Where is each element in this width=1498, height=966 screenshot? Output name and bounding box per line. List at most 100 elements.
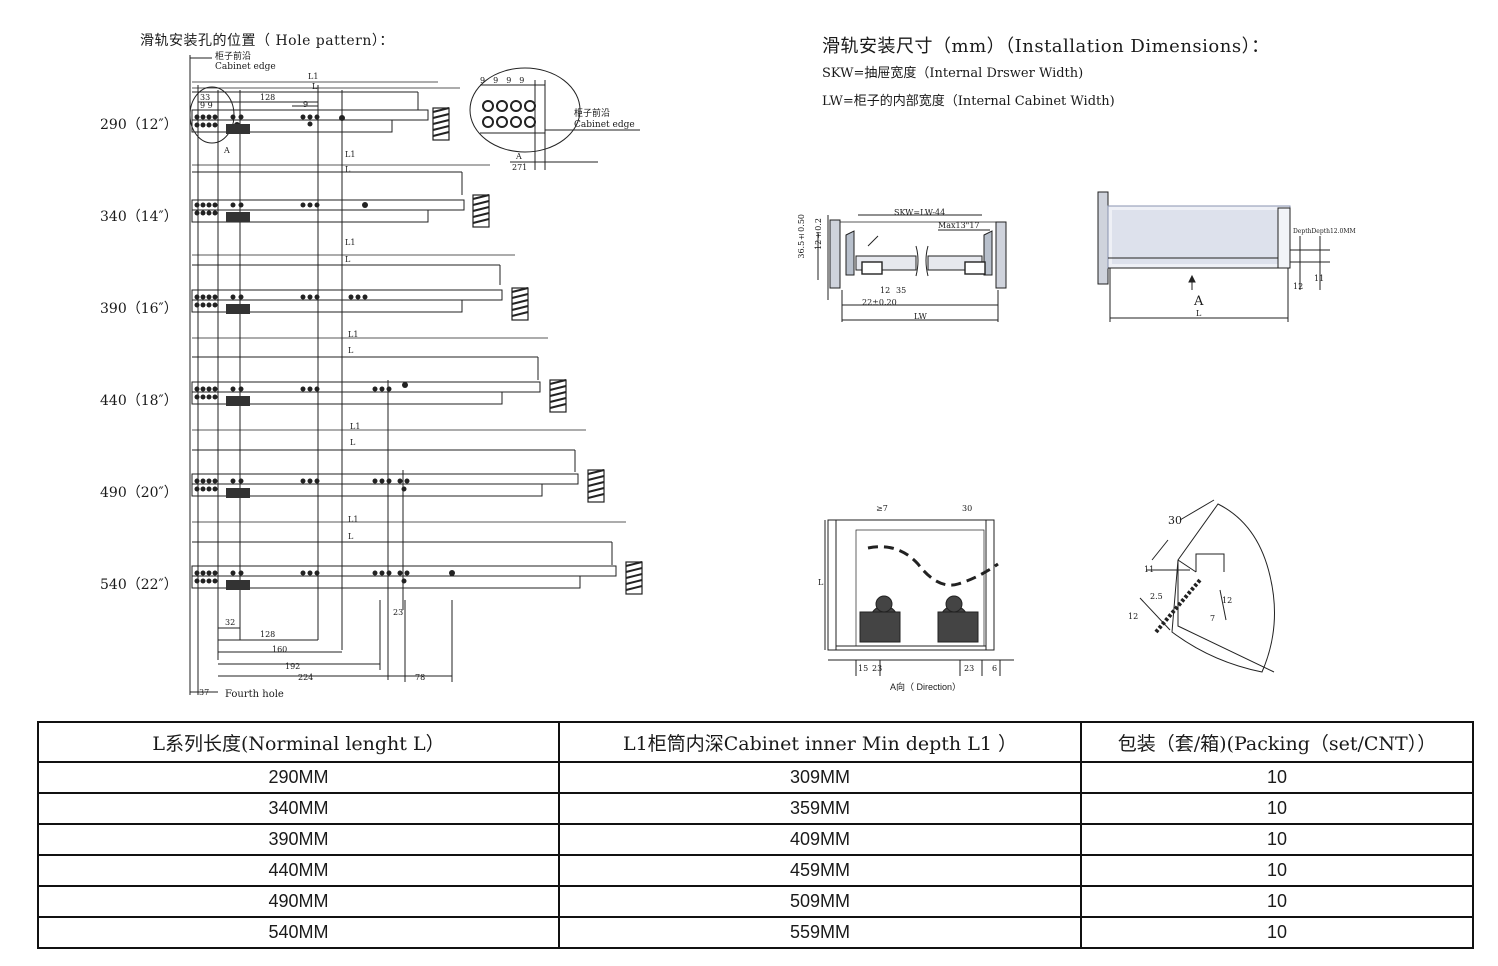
back-dim-l: L [818, 578, 824, 587]
cabinet-edge-label: 柜子前沿 Cabinet edge [215, 52, 276, 72]
cell-depth: 559MM [558, 916, 1082, 949]
detail-view-drawing [1139, 499, 1275, 673]
dim-bottom-32: 32 [225, 618, 236, 627]
size-label-290: 290（12″） [100, 117, 178, 133]
cell-depth: 459MM [558, 854, 1082, 887]
side-dim-12: 12 [1293, 282, 1304, 291]
front-dim-365: 36.5±0.50 [797, 214, 806, 259]
dim-bottom-128: 128 [260, 630, 276, 639]
back-dim-30: 30 [962, 504, 973, 513]
rail-row-340 [191, 164, 490, 228]
back-dim-6: 6 [992, 664, 998, 673]
dim-bottom-224: 224 [298, 673, 314, 682]
front-dim-22: 22±0.20 [862, 298, 897, 307]
holes-row-540 [194, 570, 455, 590]
detail-dim-11: 11 [1144, 565, 1155, 574]
front-view-drawing [817, 214, 1007, 322]
table-row: 290MM 309MM 10 [37, 761, 1474, 794]
dim-l1-440: L1 [348, 330, 359, 339]
cell-length: 340MM [37, 792, 560, 825]
dim-a-left: A [224, 146, 230, 155]
detail-dim-12b: 12 [1222, 596, 1233, 605]
holes-row-290 [194, 114, 345, 134]
cell-depth: 409MM [558, 823, 1082, 856]
back-dim-23b: 23 [964, 664, 975, 673]
side-l-label: L [1196, 309, 1202, 318]
back-dim-7: ≥7 [876, 504, 888, 513]
cabinet-edge-en: Cabinet edge [215, 62, 276, 72]
table-header-row: L系列长度(Norminal lenght L） L1柜筒内深Cabinet i… [37, 721, 1474, 763]
cell-length: 290MM [37, 761, 560, 794]
dim-9-9: 9 9 [200, 101, 213, 110]
dim-l-top: L [312, 82, 318, 91]
dim-bottom-192: 192 [285, 662, 301, 671]
detail-cabinet-edge: 柜子前沿 Cabinet edge [574, 109, 635, 131]
rail-row-490 [191, 429, 605, 503]
detail-dim-9-c: 9 [506, 76, 520, 85]
holes-row-340 [194, 202, 368, 222]
dim-l1-top: L1 [308, 72, 319, 81]
side-a-label: A [1194, 294, 1204, 309]
detail-dim-7: 7 [1210, 614, 1216, 623]
back-view-drawing [824, 519, 1014, 676]
cell-length: 490MM [37, 885, 560, 918]
dim-bottom-78: 78 [415, 673, 426, 682]
detail-dim-30: 30 [1168, 514, 1182, 527]
dim-l-440: L [348, 346, 354, 355]
dim-bottom-37: 37 [199, 688, 210, 697]
lw-definition: LW=柜子的内部宽度（Internal Cabinet Width) [822, 94, 1115, 109]
rail-row-440 [191, 337, 567, 413]
side-view-drawing [1097, 191, 1330, 322]
detail-dim-9-a: 9 [480, 76, 494, 85]
cabinet-edge-cn: 柜子前沿 [215, 52, 252, 62]
table-row: 540MM 559MM 10 [37, 916, 1474, 949]
cell-packing: 10 [1080, 761, 1474, 794]
dim-bottom-23: 23 [393, 608, 404, 617]
front-dim-12: 12±0.2 [814, 218, 823, 250]
front-max-label: Max13"17 [938, 221, 980, 230]
cell-length: 540MM [37, 916, 560, 949]
dim-9-mid: 9 [303, 100, 309, 109]
dim-128-top: 128 [260, 93, 276, 102]
front-skw-formula: SKW=LW-44 [894, 208, 946, 217]
back-dim-23a: 23 [872, 664, 883, 673]
front-dim-35: 35 [896, 286, 907, 295]
side-depth-label: DepthDepth12.0MM [1293, 228, 1356, 235]
dim-bottom-160: 160 [272, 645, 288, 654]
fourth-hole-label: Fourth hole [225, 689, 284, 700]
header-cabinet-depth: L1柜筒内深Cabinet inner Min depth L1 ） [558, 721, 1082, 763]
detail-cabinet-edge-en: Cabinet edge [574, 120, 635, 130]
header-nominal-length: L系列长度(Norminal lenght L） [37, 721, 560, 763]
detail-dim-9-b: 9 [493, 76, 507, 85]
dim-l1-340: L1 [345, 150, 356, 159]
dim-l1-540: L1 [348, 515, 359, 524]
cell-packing: 10 [1080, 885, 1474, 918]
detail-dim-12a: 12 [1128, 612, 1139, 621]
cell-packing: 10 [1080, 854, 1474, 887]
cell-length: 440MM [37, 854, 560, 887]
hole-pattern-title: 滑轨安装孔的位置（ Hole pattern）： [140, 33, 394, 49]
header-packing: 包装（套/箱)(Packing（set/CNT）） [1080, 721, 1474, 763]
size-label-540: 540（22″） [100, 577, 178, 593]
cell-packing: 10 [1080, 792, 1474, 825]
size-label-390: 390（16″） [100, 301, 178, 317]
hole-detail-magnifier [469, 67, 640, 170]
size-label-440: 440（18″） [100, 393, 178, 409]
detail-dim-25: 2.5 [1150, 592, 1163, 601]
holes-row-390 [194, 294, 368, 314]
size-label-340: 340（14″） [100, 209, 178, 225]
rail-row-540 [191, 521, 643, 595]
side-dim-11: 11 [1314, 274, 1325, 283]
spec-table: L系列长度(Norminal lenght L） L1柜筒内深Cabinet i… [37, 721, 1474, 949]
table-row: 390MM 409MM 10 [37, 823, 1474, 856]
dim-l-390: L [345, 255, 351, 264]
detail-dim-a: A [516, 152, 522, 161]
cell-depth: 359MM [558, 792, 1082, 825]
detail-dim-271: 271 [512, 163, 528, 172]
dim-33: 33 [200, 93, 211, 102]
cell-packing: 10 [1080, 916, 1474, 949]
dim-l1-490: L1 [350, 422, 361, 431]
cell-length: 390MM [37, 823, 560, 856]
